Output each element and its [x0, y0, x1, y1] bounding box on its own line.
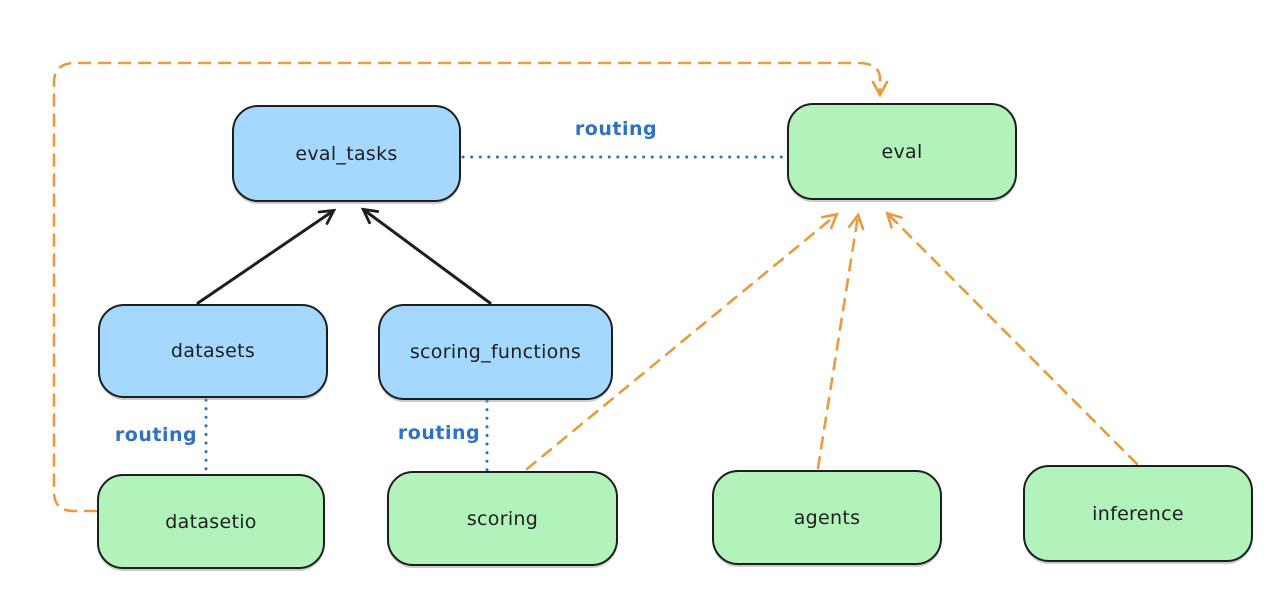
node-scoring: scoring — [387, 471, 618, 566]
edge-datasets-to-eval_tasks — [196, 208, 337, 305]
edge-scoring_functions-to-eval_tasks — [360, 207, 492, 305]
node-agents: agents — [712, 470, 942, 565]
edge-scoring-to-eval — [525, 212, 839, 471]
node-inference: inference — [1023, 465, 1253, 562]
node-scoring_functions: scoring_functions — [378, 304, 613, 400]
node-datasets-label: datasets — [170, 340, 256, 362]
node-agents-label: agents — [793, 506, 861, 529]
node-datasetio: datasetio — [97, 474, 325, 569]
edge-datasetio-to-eval — [52, 61, 889, 513]
edge-inference-to-eval — [885, 211, 1139, 466]
edge-agents-to-eval — [816, 212, 865, 470]
routing-label-eval_tasks-eval: routing — [574, 118, 658, 140]
node-eval_tasks-label: eval_tasks — [295, 142, 398, 165]
node-datasetio-label: datasetio — [165, 510, 257, 533]
routing-label-datasets-datasetio: routing — [114, 424, 198, 446]
node-inference-label: inference — [1092, 502, 1184, 525]
node-eval-label: eval — [881, 140, 923, 163]
node-scoring_functions-label: scoring_functions — [409, 341, 582, 363]
node-scoring-label: scoring — [466, 507, 539, 530]
node-eval_tasks: eval_tasks — [232, 105, 461, 202]
routing-label-scoring_functions-scoring: routing — [397, 422, 481, 444]
node-datasets: datasets — [98, 304, 328, 398]
node-eval: eval — [787, 103, 1017, 200]
